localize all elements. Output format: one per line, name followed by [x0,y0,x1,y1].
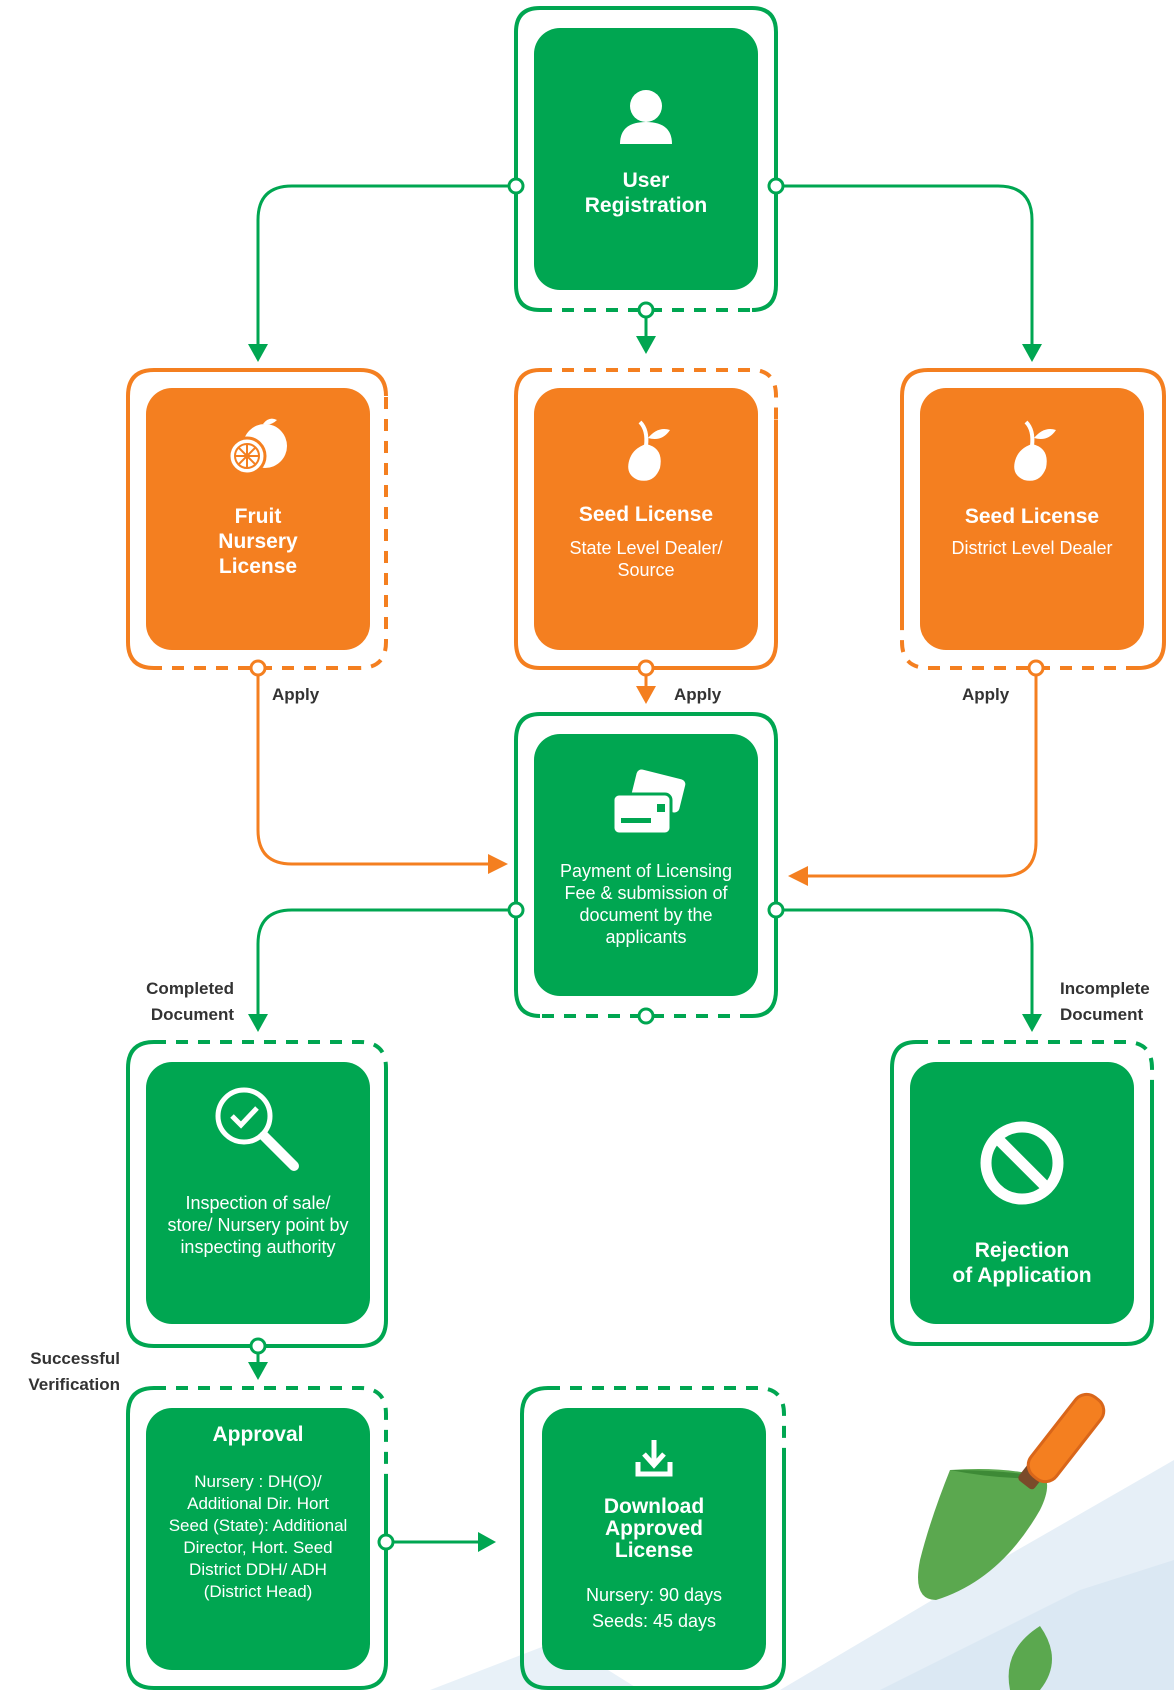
seed-license-state-box: Seed License State Level Dealer/ Source [534,388,758,650]
completed-document-label: Completed Document [146,979,234,1024]
payment-text: Payment of Licensing Fee & submission of… [559,861,733,947]
magnifier-check-icon [208,1080,308,1176]
fruit-nursery-title: Fruit Nursery License [218,505,298,578]
user-registration-title: User Registration [584,169,708,217]
inspection-box: Inspection of sale/ store/ Nursery point… [146,1062,370,1324]
fruit-nursery-license-box: Fruit Nursery License [146,388,370,650]
garden-trowel-icon [918,1392,1106,1600]
approval-title: Approval [212,1423,304,1446]
user-icon [618,88,674,146]
seed-license-district-box: Seed License District Level Dealer [920,388,1144,650]
seed-license-district-title: Seed License [964,505,1100,528]
rejection-title: Rejection of Application [952,1239,1092,1287]
download-box: Download Approved License Nursery: 90 da… [542,1408,766,1670]
seed-sprout-icon [1006,412,1058,484]
download-icon [634,1438,674,1478]
successful-verification-label: Successful Verification [28,1349,120,1394]
payment-box: Payment of Licensing Fee & submission of… [534,734,758,996]
leaf-icon [1008,1626,1052,1690]
orange-fruit-icon [225,412,291,478]
download-text: Nursery: 90 days Seeds: 45 days [585,1585,723,1631]
user-registration-box: User Registration [534,28,758,290]
approval-box: Approval Nursery : DH(O)/ Additional Dir… [146,1408,370,1670]
incomplete-document-label: Incomplete Document [1060,979,1150,1024]
apply-label-fruit: Apply [272,685,320,704]
rejection-box: Rejection of Application [910,1062,1134,1324]
apply-label-state: Apply [674,685,722,704]
seed-license-state-subtitle: State Level Dealer/ Source [569,538,723,580]
seed-license-state-title: Seed License [578,503,714,526]
download-title: Download Approved License [603,1495,705,1562]
inspection-text: Inspection of sale/ store/ Nursery point… [167,1193,349,1257]
approval-text: Nursery : DH(O)/ Additional Dir. Hort Se… [168,1472,348,1601]
payment-cards-icon [605,768,687,842]
seed-sprout-icon [620,412,672,484]
prohibited-icon [977,1118,1067,1208]
seed-license-district-subtitle: District Level Dealer [951,538,1113,558]
apply-label-district: Apply [962,685,1010,704]
